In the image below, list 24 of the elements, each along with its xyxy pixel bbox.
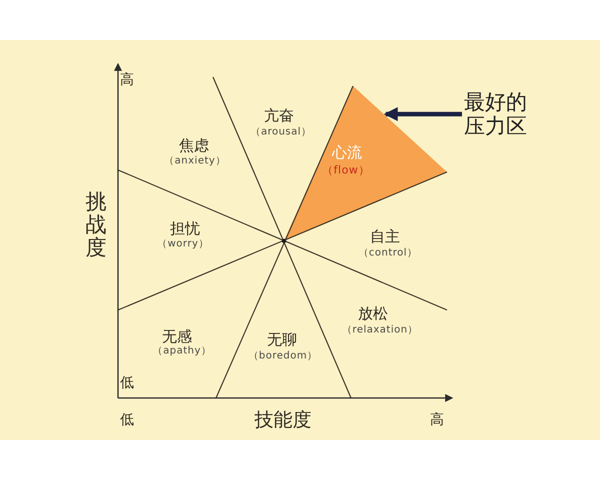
zone-translation: （flow） xyxy=(322,164,370,178)
zone-label: 放松 xyxy=(358,305,388,323)
zone-label: 焦虑 xyxy=(179,137,209,155)
zone-label: 无聊 xyxy=(267,331,297,349)
axis-tick-label: 高 xyxy=(430,412,444,428)
zone-label: 自主 xyxy=(370,228,400,246)
axis-tick-label: 高 xyxy=(120,72,134,88)
zone-translation: （apathy） xyxy=(152,345,212,357)
zone-label: 亢奋 xyxy=(264,107,294,125)
zone-translation: （boredom） xyxy=(248,350,318,362)
axis-title: 挑战度 xyxy=(84,190,108,260)
zone-label: 担忧 xyxy=(170,220,200,238)
axis-title: 技能度 xyxy=(254,410,312,432)
zone-translation: （control） xyxy=(358,247,418,259)
zone-translation: （relaxation） xyxy=(342,324,418,336)
zone-translation: （worry） xyxy=(157,238,209,250)
axis-tick-label: 低 xyxy=(120,374,134,392)
zone-label: 无感 xyxy=(162,328,192,346)
zone-translation: （anxiety） xyxy=(164,155,226,167)
callout-text: 最好的压力区 xyxy=(464,90,530,138)
arrow xyxy=(384,107,462,122)
axis-tick-label: 低 xyxy=(120,412,134,428)
zone-label: 心流 xyxy=(332,144,362,162)
zone-translation: （arousal） xyxy=(250,126,312,138)
